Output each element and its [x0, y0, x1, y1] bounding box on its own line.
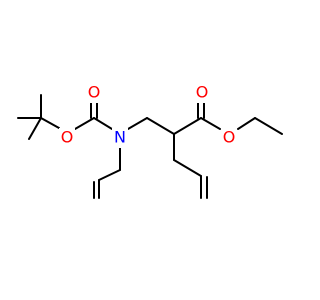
- oxygen-atom-ester-carbonyl: O: [196, 83, 209, 102]
- bond-n-ch2-backbone: [127, 117, 148, 130]
- bond-side-allyl-ch2-ch: [173, 159, 202, 177]
- oxygen-atom-boc-ester: O: [61, 128, 74, 147]
- bond-allyl-ch2-ch: [98, 169, 121, 181]
- chemical-structure: O O N O O: [17, 83, 283, 199]
- bond-o-boc-carbonyl: [74, 117, 95, 130]
- oxygen-atom-ester-ether: O: [223, 128, 236, 147]
- bond-tbutyl-o: [40, 117, 60, 129]
- bond-tbutyl-methyl-bottom: [28, 117, 42, 140]
- bond-ester-c-o: [200, 117, 221, 130]
- structure-canvas: O O N O O: [17, 82, 283, 199]
- oxygen-atom-boc-carbonyl: O: [88, 83, 101, 102]
- nitrogen-atom-amine: N: [114, 128, 126, 147]
- bond-ethyl-ch2-ch3: [254, 117, 283, 135]
- bond-ester-o-ethyl-ch2: [237, 117, 256, 130]
- bond-ch-carbonyl: [173, 117, 202, 135]
- bond-backbone-ch2-ch: [146, 117, 175, 135]
- bond-boc-carbonyl-n: [93, 117, 113, 130]
